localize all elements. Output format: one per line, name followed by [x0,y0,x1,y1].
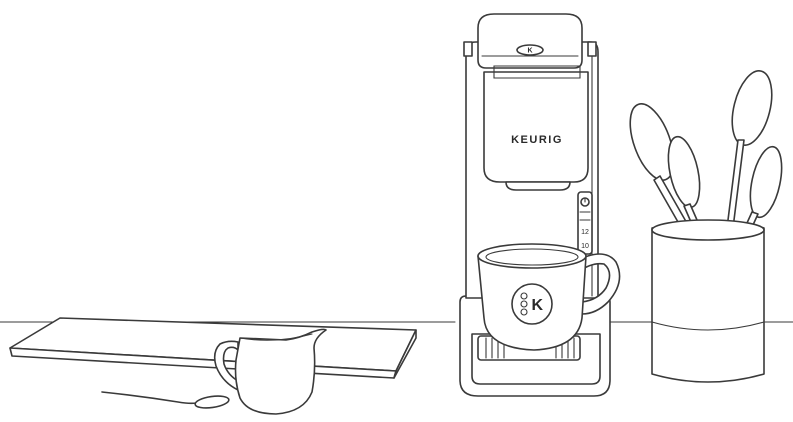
mug-logo: K [531,297,544,314]
spoon [101,391,230,409]
lid-logo: K [527,48,532,55]
control-panel: 12 10 [577,191,593,255]
keurig-k-icon [516,44,544,56]
size-label-12: 12 [581,229,589,236]
cutting-board [9,317,417,379]
size-label-10: 10 [581,243,589,250]
wooden-spoons [629,70,783,239]
brand-logo: KEURIG [511,134,563,146]
keurig-k-icon: K [511,283,553,325]
utensil-crock [629,70,783,383]
creamer-pitcher [213,328,327,415]
brewer-head [483,71,589,183]
machine-lid [477,13,583,69]
coffee-mug: K [477,243,621,351]
